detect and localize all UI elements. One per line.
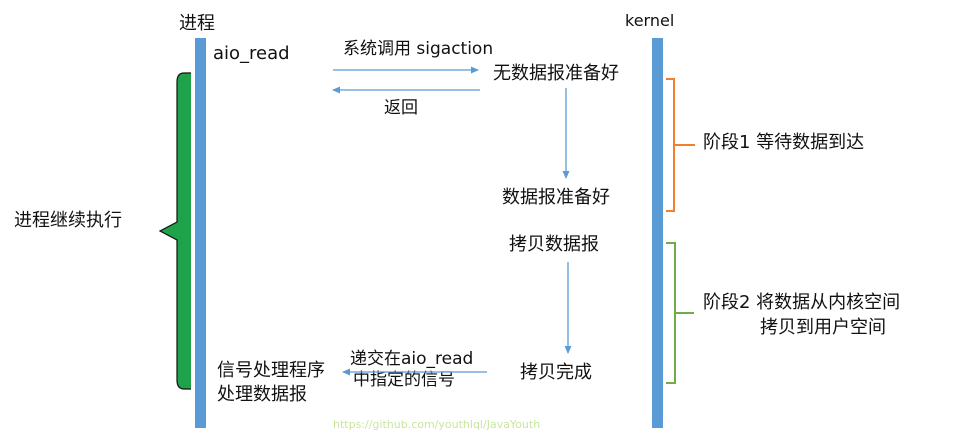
kernel-lane-title: kernel [625, 11, 675, 30]
aio-read-label: aio_read [213, 43, 290, 64]
phase2-label-line2: 拷贝到用户空间 [760, 317, 886, 338]
datagram-ready-label: 数据报准备好 [502, 187, 610, 208]
deliver-signal-label-line1: 递交在aio_read [350, 349, 474, 369]
return-message-label: 返回 [384, 98, 418, 118]
handle-datagram-label: 处理数据报 [217, 384, 307, 405]
copy-done-label: 拷贝完成 [520, 362, 592, 383]
process-lane-title: 进程 [179, 13, 215, 34]
signal-handler-label: 信号处理程序 [217, 360, 325, 381]
phase2-label-line1: 阶段2 将数据从内核空间 [703, 292, 901, 313]
copy-datagram-label: 拷贝数据报 [509, 234, 599, 255]
kernel-lane-bar [652, 38, 663, 428]
syscall-message-label: 系统调用 sigaction [343, 39, 494, 59]
process-continue-label: 进程继续执行 [14, 210, 122, 231]
process-continue-brace [158, 72, 191, 390]
no-datagram-label: 无数据报准备好 [493, 63, 619, 84]
phase1-label: 阶段1 等待数据到达 [703, 132, 865, 153]
process-lane-bar [195, 38, 206, 428]
deliver-signal-label-line2: 中指定的信号 [353, 370, 455, 390]
phase1-brace [666, 78, 695, 212]
phase2-brace [666, 242, 694, 384]
